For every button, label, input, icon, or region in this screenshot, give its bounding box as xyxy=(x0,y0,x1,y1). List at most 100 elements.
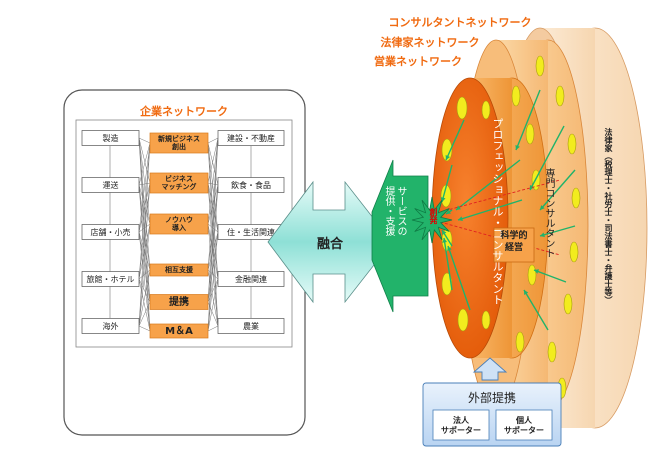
center-activity-box xyxy=(149,132,209,154)
external-partnership: 外部提携 法人サポーター 個人サポーター xyxy=(422,382,562,447)
inner-arrow xyxy=(515,89,541,151)
left-industry-label: 店舗・小売 xyxy=(91,227,131,237)
center-activity-box xyxy=(149,172,209,194)
specialist-label: 専門コンサルタント xyxy=(543,168,554,258)
node-dot xyxy=(511,85,521,107)
creation-burst xyxy=(411,196,453,244)
inner-arrow xyxy=(445,119,465,161)
service-label: サービスの 提供・支援 xyxy=(383,186,406,236)
node-dot xyxy=(441,138,453,162)
inner-arrow xyxy=(533,269,567,283)
node-dot xyxy=(567,133,577,155)
professional-label: プロフェッショナル・コンサルタント xyxy=(491,118,504,305)
inner-arrow xyxy=(457,199,523,221)
arrow-head xyxy=(447,246,452,251)
network-title: 法律家ネットワーク xyxy=(381,35,480,49)
center-activity-label: ビジネスマッチング xyxy=(162,174,197,191)
node-dot xyxy=(441,272,453,296)
inner-arrow xyxy=(443,237,453,291)
center-activity-box xyxy=(149,213,209,235)
inner-arrows xyxy=(440,89,576,331)
creation-label: 創発 xyxy=(429,208,438,224)
left-industry-box xyxy=(81,318,140,334)
center-activity-label: ノウハウ導入 xyxy=(165,215,193,232)
inner-arrow xyxy=(539,225,576,237)
right-industry-label: 農業 xyxy=(243,321,259,331)
right-industry-box xyxy=(217,177,285,193)
network-layers xyxy=(431,27,648,429)
arrow-head xyxy=(540,232,545,238)
right-industry-box xyxy=(217,130,285,146)
connection-mesh xyxy=(109,137,252,332)
node-dot xyxy=(525,123,535,145)
right-industry-label: 飲食・食品 xyxy=(231,180,271,190)
center-activity-label: 提携 xyxy=(169,295,189,308)
left-industry-box xyxy=(81,177,140,193)
lawyer-label: 法律家（税理士・社労士・司法書士・弁護士等） xyxy=(604,128,613,304)
external-title: 外部提携 xyxy=(468,390,516,405)
right-industry-label: 金融関連 xyxy=(235,274,267,284)
arrow-head xyxy=(442,238,447,243)
left-industry-box xyxy=(81,271,140,287)
left-industry-label: 製造 xyxy=(103,133,119,143)
node-dot xyxy=(515,331,525,353)
inner-arrow xyxy=(441,164,453,203)
arrow-head xyxy=(446,209,451,214)
enterprise-title: 企業ネットワーク xyxy=(139,104,228,118)
node-dot xyxy=(527,264,537,286)
center-activity-label: M＆A xyxy=(165,325,193,337)
node-dot xyxy=(535,55,545,77)
node-dot xyxy=(481,100,491,120)
scientific-management-box xyxy=(493,227,535,263)
center-activity-label: 相互支援 xyxy=(165,265,194,274)
arrow-head xyxy=(524,290,529,295)
right-industry-label: 住・生活関連 xyxy=(227,227,275,237)
arrow-head xyxy=(442,230,447,235)
service-arrow xyxy=(371,159,429,313)
scientific-label: 科学的 経営 xyxy=(500,231,528,253)
inner-arrow xyxy=(455,159,521,211)
right-industry-box xyxy=(217,318,285,334)
center-activity-label: 新規ビジネス創出 xyxy=(158,134,200,151)
node-dot xyxy=(569,241,579,263)
node-dot xyxy=(481,310,491,330)
fusion-label: 融合 xyxy=(317,236,344,252)
left-industry-label: 運送 xyxy=(103,180,119,190)
right-industry-box xyxy=(217,271,285,287)
inner-arrow xyxy=(529,125,565,191)
external-box-label: 個人サポーター xyxy=(504,415,544,435)
node-dot xyxy=(555,85,565,107)
right-industry-label: 建設・不動産 xyxy=(227,133,275,143)
left-industry-label: 旅館・ホテル xyxy=(87,274,135,284)
node-dot xyxy=(456,96,468,120)
inner-arrow xyxy=(523,289,549,331)
arrow-head xyxy=(534,269,539,274)
arrow-head xyxy=(515,145,520,150)
node-dot xyxy=(563,293,573,315)
arrow-head xyxy=(458,216,463,221)
arrow-head xyxy=(456,205,461,210)
inner-arrow xyxy=(539,169,576,211)
node-dot xyxy=(547,341,557,363)
left-industry-label: 海外 xyxy=(103,321,119,331)
left-industry-box xyxy=(81,130,140,146)
network-title: 営業ネットワーク xyxy=(374,54,462,68)
center-activity-box xyxy=(149,294,209,310)
left-industry-box xyxy=(81,224,140,240)
network-title: コンサルタントネットワーク xyxy=(389,16,532,29)
node-dot xyxy=(571,187,581,209)
arrow-head xyxy=(540,205,545,210)
arrow-head xyxy=(445,155,450,160)
node-dot xyxy=(457,308,469,332)
inner-arrow xyxy=(447,245,471,311)
node-dots xyxy=(440,55,581,399)
up-arrow xyxy=(472,357,508,381)
center-activity-box xyxy=(149,323,209,339)
external-box-label: 法人サポーター xyxy=(441,415,481,435)
